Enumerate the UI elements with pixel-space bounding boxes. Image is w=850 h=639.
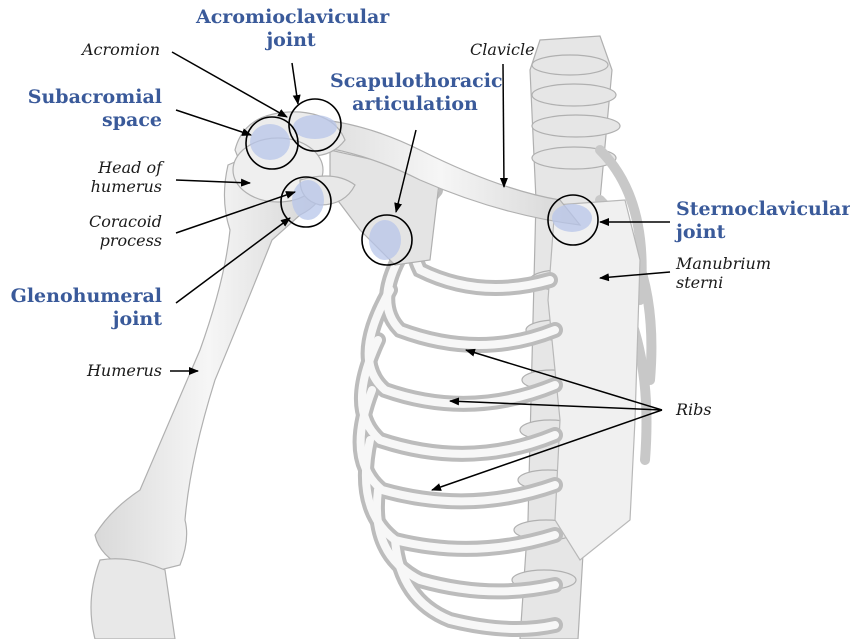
- scapulothoracic-circle: [361, 214, 413, 266]
- acromion-arrow: [171, 51, 288, 118]
- ribs-label: Ribs: [676, 400, 712, 419]
- rib-cage-highlight: [356, 186, 559, 633]
- sternoclavicular-circle: [547, 194, 599, 246]
- glenohumeral-circle: [280, 176, 332, 228]
- glenohumeral-label: Glenohumeral joint: [6, 285, 162, 331]
- acromion-label: Acromion: [81, 40, 160, 59]
- manubrium-label-line1: Manubrium: [676, 254, 772, 273]
- manubrium-arrow: [599, 271, 671, 282]
- glenohumeral-highlight: [292, 180, 324, 220]
- scapulothoracic-label-line2: articulation: [352, 92, 478, 115]
- glenohumeral-label-line1: Glenohumeral: [10, 285, 162, 307]
- subacromial-arrow: [175, 109, 252, 136]
- clavicle-label: Clavicle: [470, 40, 535, 59]
- ribs-arrow-3: [431, 409, 663, 491]
- head-of-humerus-label-line1: Head of: [98, 158, 162, 177]
- subacromial-label-line2: space: [102, 108, 162, 131]
- forearm-bones: [90, 558, 176, 639]
- head-of-humerus-arrow: [175, 178, 251, 187]
- acromioclavicular-label-line1: Acromioclavicular: [196, 6, 390, 28]
- manubrium-label: Manubrium sterni: [676, 254, 771, 292]
- subacromial-circle: [245, 116, 299, 170]
- ribs-arrow-1: [465, 348, 663, 411]
- sternoclavicular-label: Sternoclavicular joint: [676, 198, 850, 244]
- acromioclavicular-circle: [288, 98, 342, 152]
- glenohumeral-label-line2: joint: [112, 307, 162, 330]
- sternum: [547, 199, 641, 561]
- ribs-arrow-2: [449, 397, 663, 411]
- joint-circles: [245, 98, 599, 266]
- head-of-humerus-label: Head of humerus: [40, 158, 162, 196]
- sternoclavicular-label-line2: joint: [676, 220, 726, 243]
- coracoid-label: Coracoid process: [40, 212, 162, 250]
- scapulothoracic-arrow: [394, 129, 417, 213]
- humerus-label: Humerus: [86, 361, 162, 380]
- scapulothoracic-highlight: [369, 220, 401, 260]
- acromioclavicular-label-line2: joint: [266, 28, 316, 51]
- scapulothoracic-label: Scapulothoracic articulation: [330, 70, 503, 116]
- coracoid-label-line2: process: [99, 231, 162, 251]
- clavicle-arrow: [499, 63, 508, 188]
- sternoclavicular-highlight: [552, 204, 592, 232]
- joint-highlights: [250, 115, 592, 260]
- coracoid-arrow: [175, 191, 296, 234]
- sternoclavicular-label-line1: Sternoclavicular: [676, 198, 850, 220]
- head-of-humerus-label-line2: humerus: [90, 177, 162, 197]
- subacromial-label: Subacromial space: [10, 86, 162, 132]
- subacromial-label-line1: Subacromial: [27, 86, 162, 108]
- acromioclavicular-arrow: [291, 62, 301, 105]
- acromioclavicular-label: Acromioclavicular joint: [196, 6, 390, 52]
- subacromial-highlight: [250, 124, 290, 160]
- manubrium-label-line2: sterni: [676, 273, 724, 293]
- coracoid-label-line1: Coracoid: [88, 212, 162, 231]
- acromioclavicular-highlight: [293, 115, 337, 139]
- glenohumeral-arrow: [175, 217, 291, 304]
- scapulothoracic-label-line1: Scapulothoracic: [330, 70, 503, 92]
- leader-arrows: [170, 51, 671, 491]
